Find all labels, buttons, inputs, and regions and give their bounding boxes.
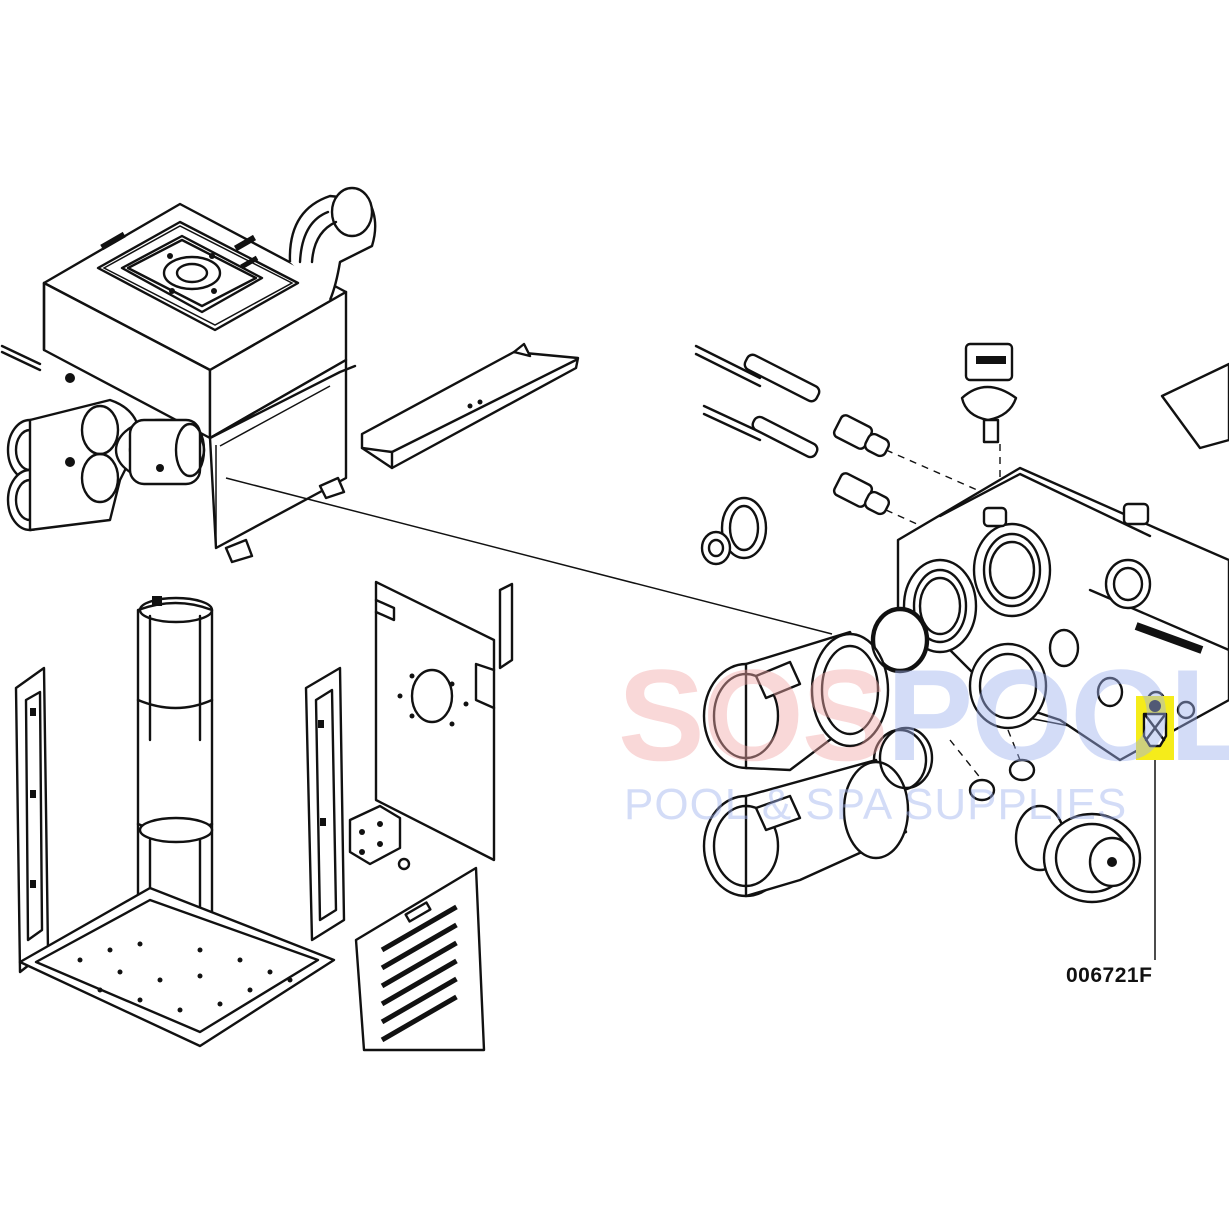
part-number-label: 006721F	[1066, 964, 1153, 987]
lower-frame-parts	[14, 580, 514, 1052]
manifold-exploded-view	[694, 342, 1229, 904]
mounting-bracket	[360, 342, 580, 470]
heater-cabinet-assembly	[0, 186, 377, 564]
